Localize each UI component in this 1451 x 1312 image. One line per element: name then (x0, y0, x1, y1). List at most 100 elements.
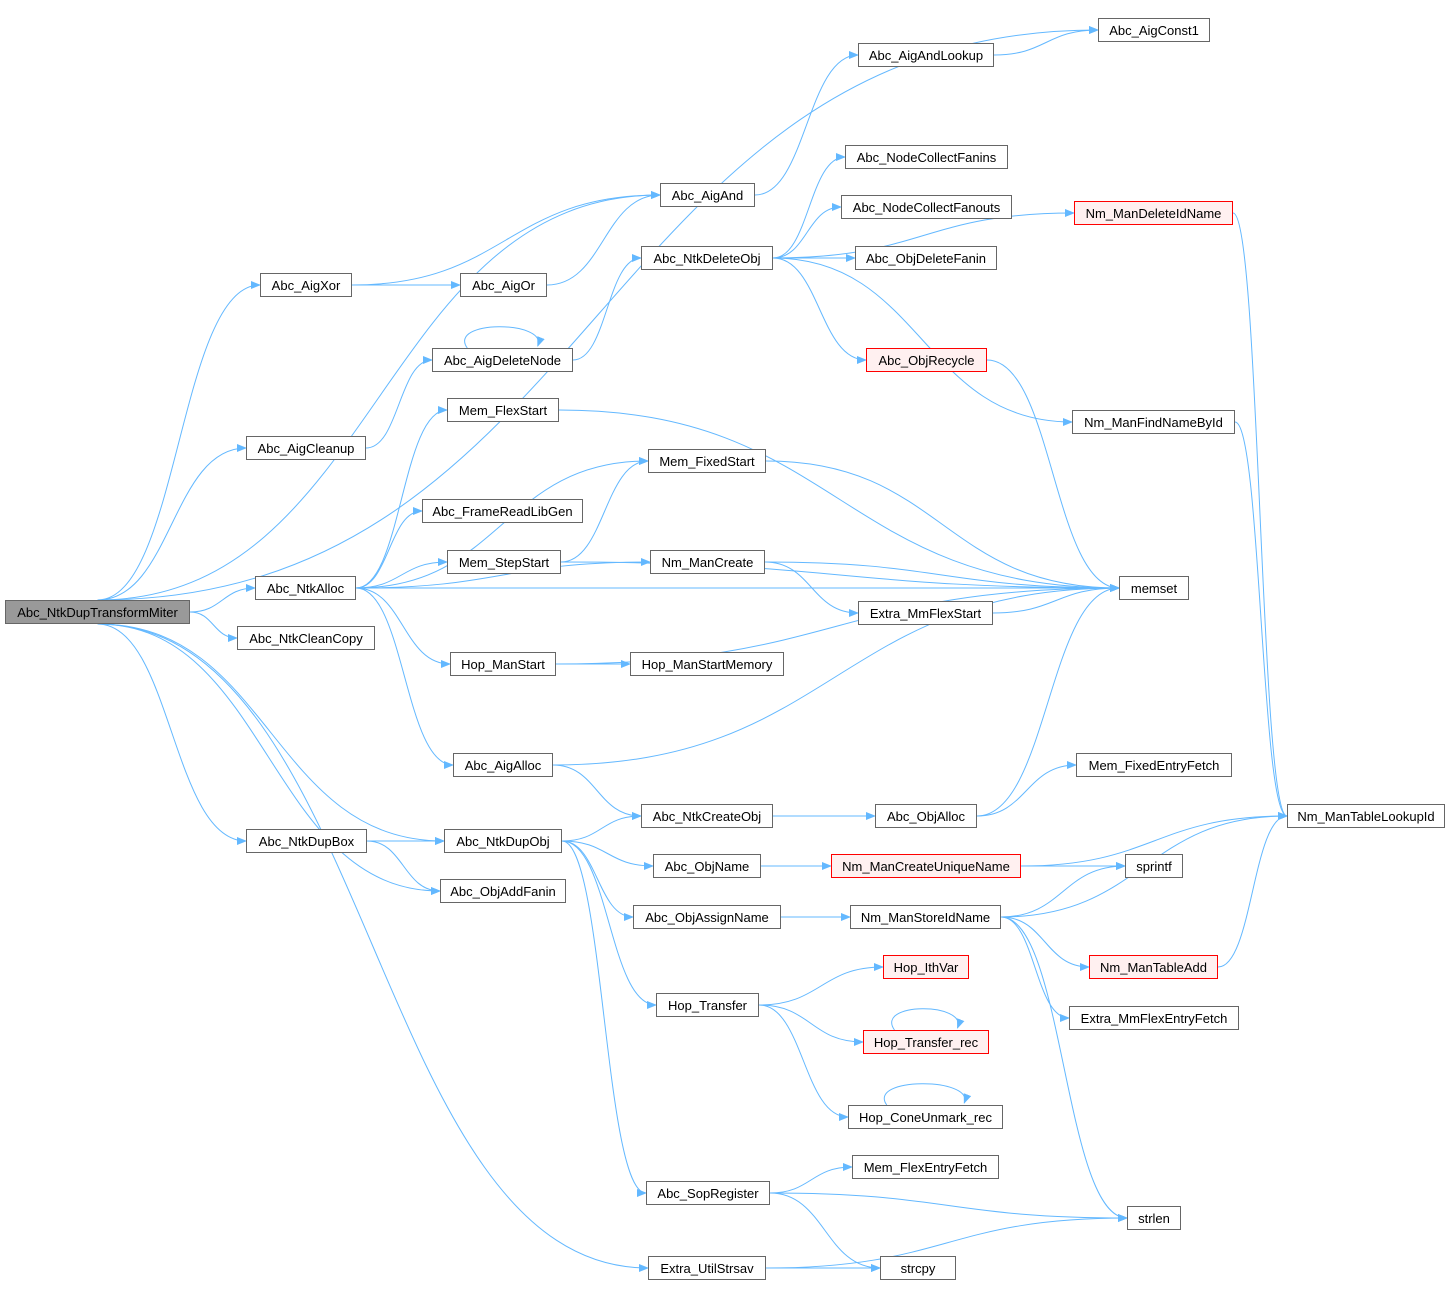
node-memfixedstart[interactable]: Mem_FixedStart (648, 449, 766, 473)
edge-sopregister-to-strcpy (769, 1192, 881, 1272)
edge-aigalloc-to-memset (552, 584, 1120, 766)
edge-ntkalloc-to-nmmancreate (355, 558, 651, 589)
node-objrecycle[interactable]: Abc_ObjRecycle (866, 348, 987, 372)
edge-ntkdeleteobj-to-collectfanins (772, 153, 846, 259)
node-deleteidname[interactable]: Nm_ManDeleteIdName (1074, 201, 1233, 225)
node-hopconeunmarkrec[interactable]: Hop_ConeUnmark_rec (848, 1105, 1003, 1129)
edge-ntkdupobj-to-ntkcreateobj (561, 812, 642, 842)
edge-hoptransfer-to-hopithvar (758, 963, 884, 1006)
edge-storeidname-to-strlen (1000, 916, 1128, 1222)
edge-miter-to-objaddfanin (97, 623, 441, 895)
node-hoptransfer[interactable]: Hop_Transfer (656, 993, 759, 1017)
edge-storeidname-to-mmflexentryfetch (1000, 916, 1070, 1022)
edge-createuniquename-to-tablelookupid (1020, 812, 1288, 867)
node-aigcleanup[interactable]: Abc_AigCleanup (246, 436, 366, 460)
node-memflexentryfetch[interactable]: Mem_FlexEntryFetch (852, 1155, 999, 1179)
edge-aigdeletenode-to-aigdeletenode (464, 326, 545, 349)
edge-miter-to-aigxor (97, 281, 261, 601)
node-ntkdupbox[interactable]: Abc_NtkDupBox (246, 829, 367, 853)
edge-memfixedstart-to-memset (765, 460, 1120, 592)
edge-memstepstart-to-memset (560, 561, 1120, 592)
node-ntkdupobj[interactable]: Abc_NtkDupObj (444, 829, 562, 853)
node-tableadd[interactable]: Nm_ManTableAdd (1089, 955, 1218, 979)
edge-findnamebyid-to-tablelookupid (1234, 421, 1288, 820)
node-aigdeletenode[interactable]: Abc_AigDeleteNode (432, 348, 573, 372)
node-objalloc[interactable]: Abc_ObjAlloc (875, 804, 977, 828)
edge-deleteidname-to-tablelookupid (1232, 212, 1288, 820)
edge-sopregister-to-strlen (769, 1192, 1128, 1222)
edge-aigalloc-to-ntkcreateobj (552, 764, 642, 820)
edge-ntkalloc-to-hopmanstart (355, 587, 451, 668)
node-memfixedentryfetch[interactable]: Mem_FixedEntryFetch (1076, 753, 1232, 777)
node-hoptransferrec[interactable]: Hop_Transfer_rec (863, 1030, 989, 1054)
edge-hoptransfer-to-hoptransferrec (758, 1004, 864, 1046)
edge-ntkalloc-to-framereadlibgen (355, 507, 423, 589)
edge-ntkdupobj-to-objname (561, 840, 654, 870)
edge-sopregister-to-memflexentryfetch (769, 1163, 853, 1194)
edge-storeidname-to-tableadd (1000, 916, 1090, 971)
node-findnamebyid[interactable]: Nm_ManFindNameById (1072, 410, 1235, 434)
node-objdeletefanin[interactable]: Abc_ObjDeleteFanin (855, 246, 997, 270)
node-createuniquename[interactable]: Nm_ManCreateUniqueName (831, 854, 1021, 878)
edge-miter-to-utilstrsav (97, 623, 649, 1272)
edge-mmflexstart-to-memset (992, 584, 1120, 614)
node-objassignname[interactable]: Abc_ObjAssignName (633, 905, 781, 929)
edge-miter-to-aigcleanup (97, 444, 247, 601)
node-strcpy[interactable]: strcpy (880, 1256, 956, 1280)
edge-tableadd-to-tablelookupid (1217, 812, 1288, 968)
node-memstepstart[interactable]: Mem_StepStart (447, 550, 561, 574)
node-storeidname[interactable]: Nm_ManStoreIdName (850, 905, 1001, 929)
edge-ntkdupobj-to-sopregister (561, 840, 647, 1197)
node-utilstrsav[interactable]: Extra_UtilStrsav (648, 1256, 766, 1280)
node-strlen[interactable]: strlen (1127, 1206, 1181, 1230)
edge-nmmancreate-to-mmflexstart (764, 561, 859, 617)
node-hopithvar[interactable]: Hop_IthVar (883, 955, 969, 979)
node-ntkcreateobj[interactable]: Abc_NtkCreateObj (641, 804, 773, 828)
node-aigor[interactable]: Abc_AigOr (460, 273, 547, 297)
node-aigconst1[interactable]: Abc_AigConst1 (1098, 18, 1210, 42)
edge-aigxor-to-aigand (351, 191, 661, 286)
edge-memstepstart-to-memfixedstart (560, 457, 649, 563)
node-mmflexstart[interactable]: Extra_MmFlexStart (858, 601, 993, 625)
node-memset[interactable]: memset (1119, 576, 1189, 600)
node-ntkdeleteobj[interactable]: Abc_NtkDeleteObj (641, 246, 773, 270)
node-objaddfanin[interactable]: Abc_ObjAddFanin (440, 879, 566, 903)
edge-miter-to-ntkdupbox (97, 623, 247, 845)
node-tablelookupid[interactable]: Nm_ManTableLookupId (1287, 804, 1445, 828)
node-aigandlookup[interactable]: Abc_AigAndLookup (858, 43, 994, 67)
edge-aigandlookup-to-aigconst1 (993, 26, 1099, 56)
edge-objrecycle-to-memset (986, 359, 1120, 592)
node-sprintf[interactable]: sprintf (1125, 854, 1183, 878)
edge-miter-to-aigand (97, 191, 661, 601)
node-ntkcleancopy[interactable]: Abc_NtkCleanCopy (237, 626, 375, 650)
node-collectfanins[interactable]: Abc_NodeCollectFanins (845, 145, 1008, 169)
node-ntkalloc[interactable]: Abc_NtkAlloc (255, 576, 356, 600)
edge-utilstrsav-to-strlen (765, 1214, 1128, 1269)
edge-hopconeunmarkrec-to-hopconeunmarkrec (883, 1083, 972, 1106)
node-hopmanstartmemory[interactable]: Hop_ManStartMemory (630, 652, 784, 676)
edge-hoptransfer-to-hopconeunmarkrec (758, 1004, 849, 1121)
node-aigand[interactable]: Abc_AigAnd (660, 183, 755, 207)
node-aigalloc[interactable]: Abc_AigAlloc (453, 753, 553, 777)
node-objname[interactable]: Abc_ObjName (653, 854, 761, 878)
edge-ntkdupobj-to-hoptransfer (561, 840, 657, 1009)
edge-aigor-to-aigand (546, 191, 661, 286)
node-nmmancreate[interactable]: Nm_ManCreate (650, 550, 765, 574)
node-hopmanstart[interactable]: Hop_ManStart (450, 652, 556, 676)
edge-storeidname-to-sprintf (1000, 862, 1126, 918)
node-sopregister[interactable]: Abc_SopRegister (646, 1181, 770, 1205)
edge-ntkalloc-to-aigalloc (355, 587, 454, 769)
edge-ntkalloc-to-memflexstart (355, 406, 448, 589)
edge-memflexstart-to-memset (558, 409, 1120, 592)
node-framereadlibgen[interactable]: Abc_FrameReadLibGen (422, 499, 583, 523)
edge-ntkdupobj-to-objassignname (561, 840, 634, 921)
edge-miter-to-ntkdupobj (97, 623, 445, 845)
node-memflexstart[interactable]: Mem_FlexStart (447, 398, 559, 422)
node-aigxor[interactable]: Abc_AigXor (260, 273, 352, 297)
edge-ntkdeleteobj-to-deleteidname (772, 209, 1075, 259)
edge-hoptransferrec-to-hoptransferrec (891, 1008, 965, 1031)
node-mmflexentryfetch[interactable]: Extra_MmFlexEntryFetch (1069, 1006, 1239, 1030)
node-collectfanouts[interactable]: Abc_NodeCollectFanouts (841, 195, 1012, 219)
edge-miter-to-aigconst1 (97, 26, 1099, 601)
edge-ntkalloc-to-memstepstart (355, 558, 448, 589)
